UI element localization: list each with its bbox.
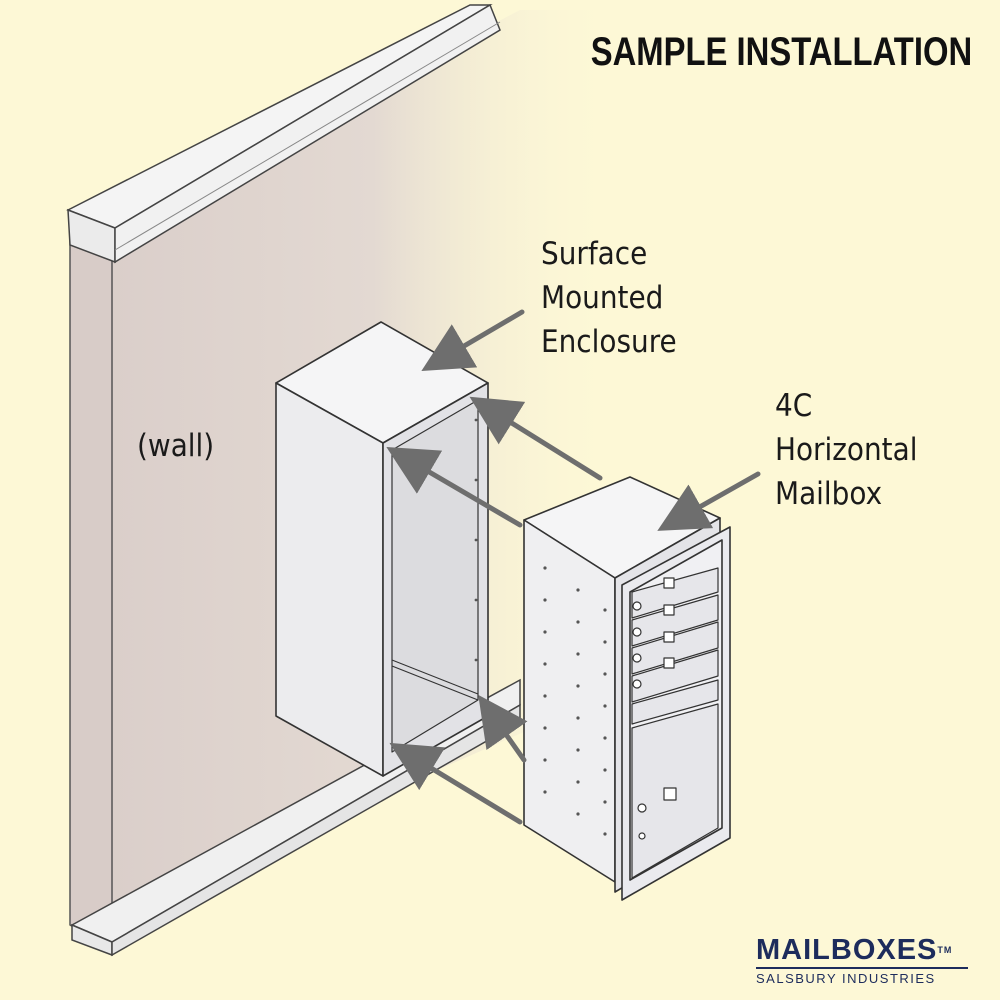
arrow-top-left: [386, 446, 523, 528]
logo-name-text: MAILBOXES: [756, 934, 938, 966]
page-title: SAMPLE INSTALLATION: [590, 30, 972, 74]
brand-logo: MAILBOXESTM SALSBURY INDUSTRIES: [756, 935, 976, 986]
enclosure-pointer: [421, 309, 525, 372]
mailbox-pointer: [657, 471, 761, 531]
wall-cap: [66, 3, 501, 264]
enclosure-label-line: Enclosure: [541, 324, 677, 360]
arrow-bottom-right: [478, 694, 528, 763]
arrow-bottom-left: [389, 742, 523, 825]
logo-divider: [756, 967, 968, 969]
wall-label-text: (wall): [137, 428, 215, 464]
surface-mounted-enclosure: [275, 321, 489, 777]
mailbox-label-line: Horizontal: [775, 432, 918, 468]
logo-trademark: TM: [937, 945, 953, 955]
enclosure-label-line: Mounted: [541, 280, 664, 316]
assembly-arrows: [386, 309, 761, 825]
wall-label: (wall): [137, 424, 214, 468]
mailbox-label-line: Mailbox: [775, 476, 883, 512]
enclosure-label: Surface Mounted Enclosure: [541, 232, 677, 364]
logo-name: MAILBOXESTM: [756, 935, 976, 965]
mailbox-label: 4C Horizontal Mailbox: [775, 384, 917, 516]
enclosure-label-line: Surface: [541, 236, 648, 272]
logo-subtitle: SALSBURY INDUSTRIES: [756, 971, 936, 986]
arrow-top-right: [469, 396, 603, 481]
mailbox-label-line: 4C: [775, 388, 813, 424]
